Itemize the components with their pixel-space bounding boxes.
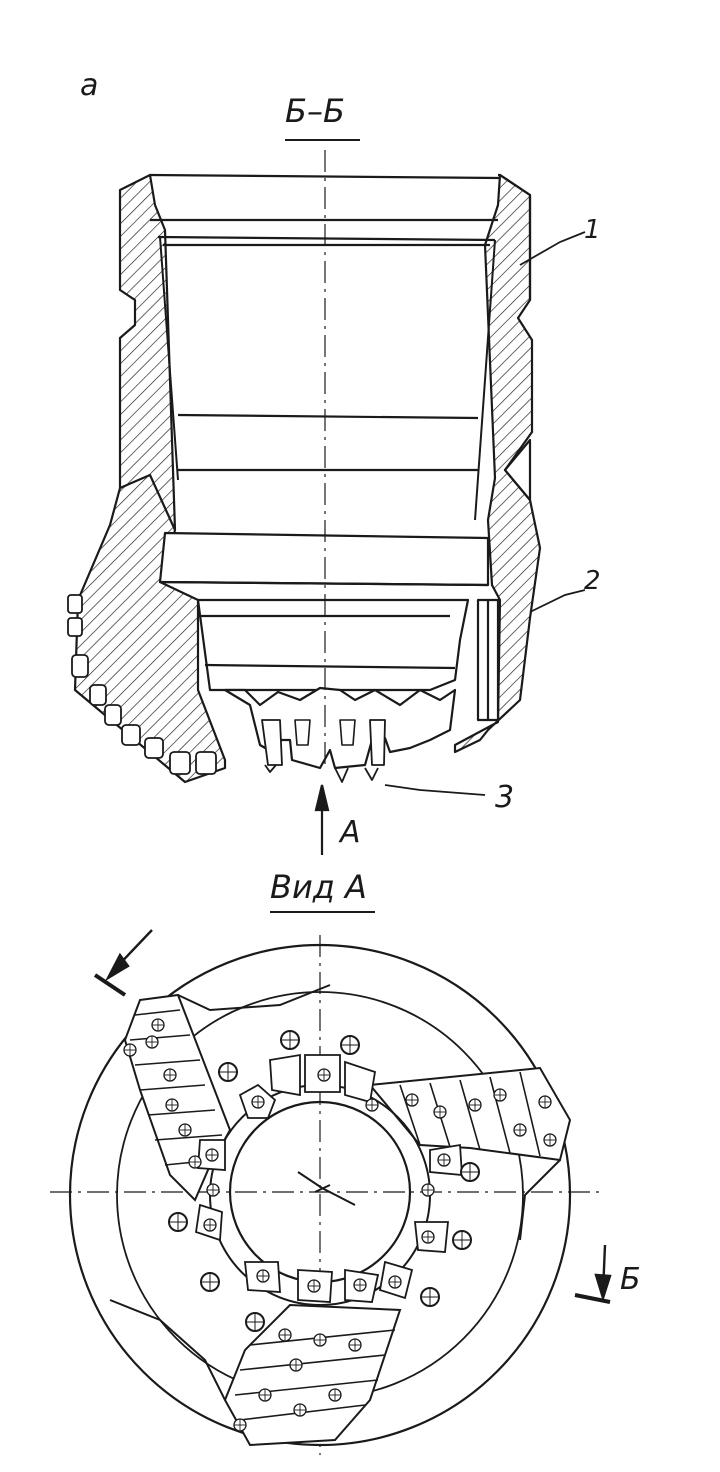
callout-2: 2 bbox=[584, 566, 601, 596]
callout-3: 3 bbox=[495, 780, 515, 815]
leader-lines bbox=[384, 231, 586, 796]
section-title: Б–Б bbox=[285, 92, 345, 130]
arrow-label: А bbox=[340, 815, 361, 850]
body-wall-left bbox=[73, 173, 227, 784]
section-view bbox=[67, 150, 542, 784]
bottom-view bbox=[50, 935, 600, 1455]
callout-1: 1 bbox=[584, 215, 601, 245]
panel-label: а bbox=[80, 68, 99, 103]
cutter-pads bbox=[194, 1053, 463, 1303]
view-title: Вид А bbox=[270, 868, 367, 906]
ring-band bbox=[158, 531, 490, 587]
gauge-cutters-left bbox=[67, 594, 217, 775]
body-wall-right bbox=[453, 173, 542, 754]
section-marker-label: Б bbox=[620, 1262, 641, 1297]
view-arrow-a bbox=[314, 784, 330, 855]
section-markers bbox=[93, 929, 612, 1304]
